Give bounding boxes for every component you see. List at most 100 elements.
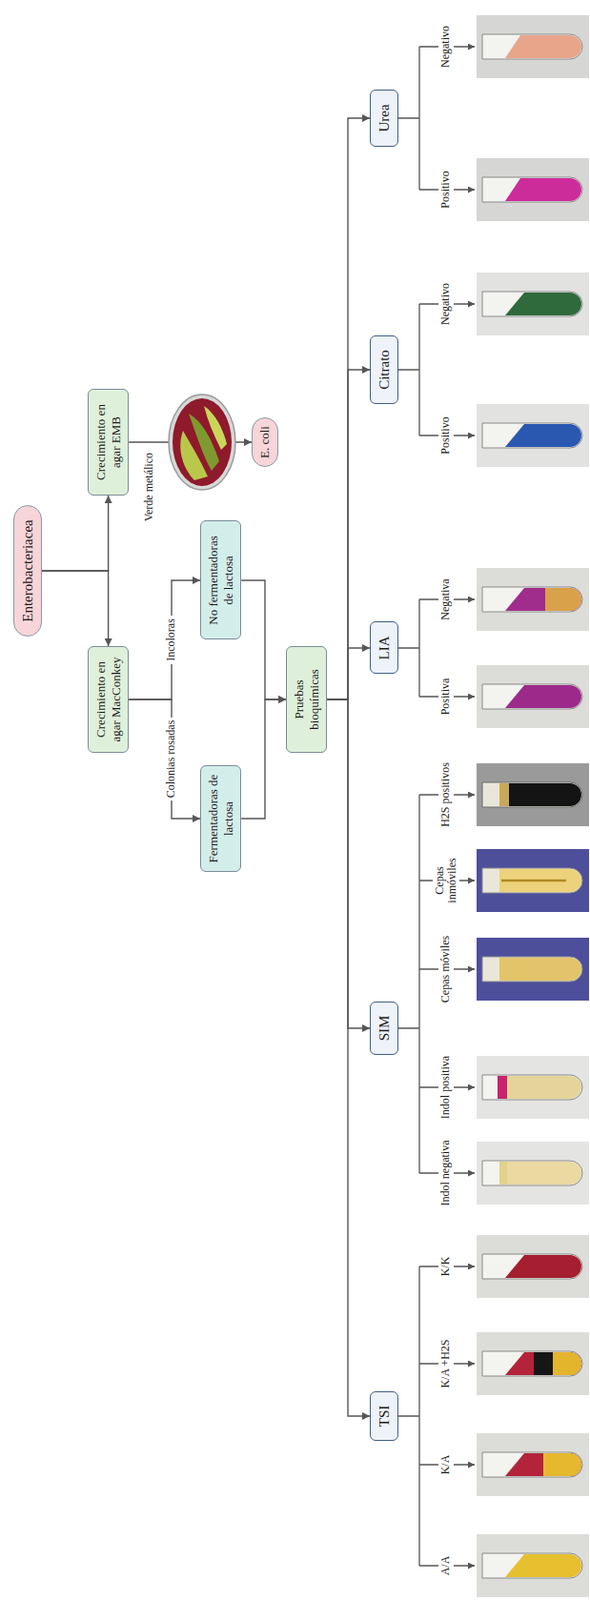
reagent-ring	[497, 1076, 508, 1099]
tube-caption: Cepas inmóviles	[432, 843, 460, 918]
tube-photo	[476, 763, 590, 827]
process-box: Crecimiento en agar EMB	[87, 388, 129, 496]
test-box: Urea	[369, 89, 399, 146]
tube-medium	[499, 957, 582, 981]
tube-glass	[482, 684, 583, 710]
tube-medium	[499, 869, 582, 893]
photo-ground	[476, 404, 590, 468]
photo-ground	[476, 568, 590, 631]
group-box: Fermentadoras de lactosa	[200, 765, 242, 873]
tube-photo	[476, 568, 590, 631]
node-text: Crecimiento en agar MacConkey	[93, 654, 123, 745]
tube-caption: K/K	[438, 1254, 453, 1281]
group-box: No fermentadoras de lactosa	[200, 521, 242, 641]
connector-arrow	[128, 580, 201, 700]
tube-photo	[476, 1534, 590, 1598]
tube-medium	[505, 1161, 582, 1185]
connector-arrow	[241, 580, 286, 700]
tube-caption: Positiva	[438, 675, 453, 719]
tube-photo	[476, 1332, 590, 1396]
photo-ground	[476, 665, 590, 729]
tube-top-layer	[499, 783, 509, 807]
reagent-ring	[499, 1161, 508, 1185]
photo-ground	[476, 158, 590, 222]
tube-photo	[476, 937, 590, 1001]
process-box: Crecimiento en agar MacConkey	[87, 646, 129, 753]
agar-plate	[168, 394, 236, 490]
test-box: SIM	[369, 1001, 399, 1057]
node-text: SIM	[375, 1016, 393, 1042]
node-text: Fermentadoras de lactosa	[205, 773, 236, 864]
tube-caption: Negativo	[438, 280, 453, 328]
stab-line	[501, 879, 567, 883]
tube-medium	[505, 292, 582, 316]
tube-glass	[482, 1075, 583, 1100]
tube-medium	[505, 1352, 582, 1376]
photo-ground	[476, 1141, 590, 1205]
tube-glass	[482, 1452, 583, 1478]
tube-medium	[508, 783, 582, 807]
connector-arrow	[41, 495, 109, 571]
tube-medium	[505, 1255, 582, 1279]
edge-label: Colonias rosadas	[164, 717, 179, 802]
tube-caption: K/A +H2S	[438, 1336, 453, 1391]
node-text: TSI	[375, 1405, 393, 1428]
photo-ground	[476, 1332, 590, 1396]
test-box: TSI	[369, 1391, 399, 1443]
root-pill: Enterobacteriacea	[13, 505, 42, 636]
tube-glass	[482, 34, 583, 60]
tube-caption: Negativo	[438, 22, 453, 71]
tube-glass	[482, 1254, 583, 1280]
tube-photo	[476, 1235, 590, 1299]
node-text: Citrato	[375, 349, 393, 390]
tube-glass	[482, 956, 583, 982]
process-box: Pruebas bioquímicas	[285, 646, 327, 753]
tube-glass	[482, 1160, 583, 1186]
tube-medium	[505, 685, 582, 709]
tube-glass	[482, 291, 583, 317]
connector-arrow	[326, 699, 370, 1029]
tube-caption: Indol positiva	[438, 1053, 453, 1122]
tube-photo	[476, 665, 590, 729]
photo-ground	[476, 849, 590, 913]
connector-arrow	[128, 699, 201, 819]
tube-glass	[482, 1553, 583, 1579]
tube-caption: A/A	[438, 1553, 453, 1580]
connector-arrow	[326, 699, 370, 1417]
tube-photo	[476, 158, 590, 222]
tube-medium	[505, 35, 582, 59]
photo-ground	[476, 763, 590, 827]
node-text: E. coli	[257, 426, 273, 459]
edge-label: Incoloras	[164, 615, 179, 665]
tube-photo	[476, 272, 590, 336]
tube-butt	[552, 1352, 582, 1376]
photo-ground	[476, 1534, 590, 1598]
tube-photo	[476, 15, 590, 79]
node-text: LIA	[375, 636, 393, 661]
node-text: Enterobacteriacea	[19, 519, 37, 622]
photo-ground	[476, 1235, 590, 1299]
tube-caption: K/A	[438, 1452, 453, 1479]
connector-arrow	[41, 570, 109, 647]
test-box: LIA	[369, 622, 399, 675]
metallic-sheen	[203, 406, 227, 450]
tube-photo	[476, 1056, 590, 1119]
node-text: No fermentadoras de lactosa	[205, 529, 236, 632]
tube-medium	[505, 424, 582, 448]
tube-photo	[476, 849, 590, 913]
tube-medium	[505, 588, 582, 611]
tube-caption: Cepas móviles	[438, 933, 453, 1006]
tube-glass	[482, 782, 583, 808]
tube-glass	[482, 587, 583, 612]
photo-ground	[476, 1056, 590, 1119]
leader-line	[390, 794, 420, 1174]
tube-caption: Positivo	[438, 167, 453, 211]
tube-glass	[482, 1351, 583, 1377]
node-text: Pruebas bioquímicas	[291, 654, 322, 745]
h2s-precipitate	[533, 1352, 553, 1376]
photo-ground	[476, 15, 590, 79]
